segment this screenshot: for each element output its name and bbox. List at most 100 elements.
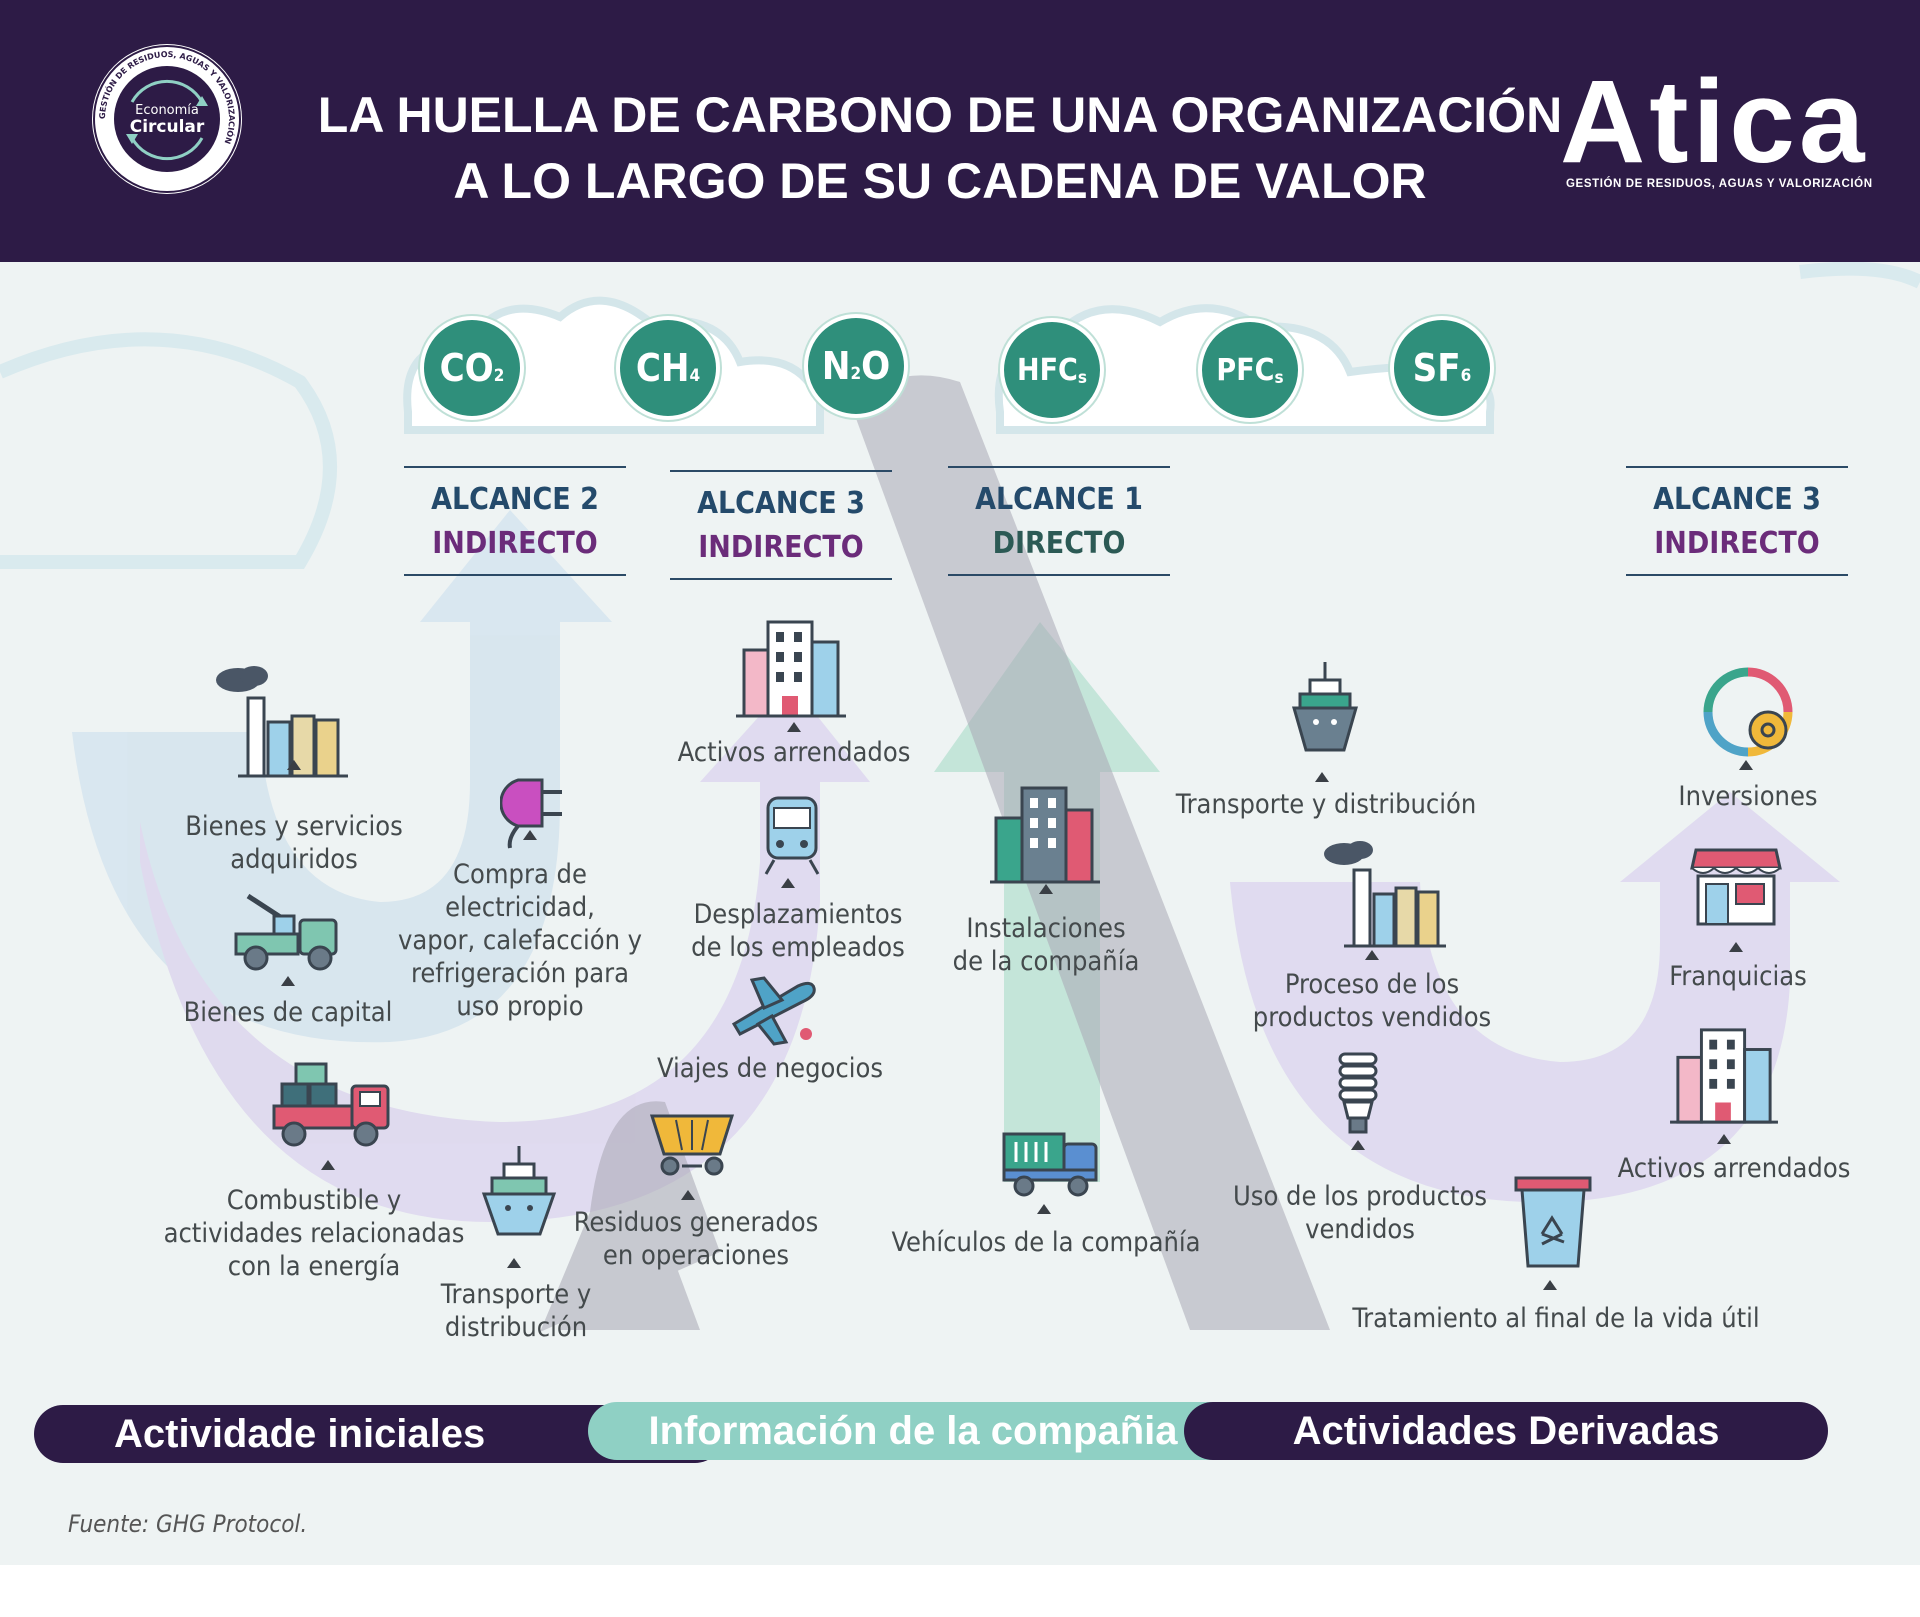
gas-n2o-sub: 2 xyxy=(850,364,862,384)
scope-alcance3-upstream-title: ALCANCE 3 xyxy=(697,486,865,521)
pointer-triangle xyxy=(1543,1280,1557,1290)
company-truck-icon xyxy=(1002,1132,1098,1197)
pointer-triangle xyxy=(787,722,801,732)
gas-pfcs-sub: s xyxy=(1274,368,1284,388)
pointer-triangle xyxy=(281,976,295,986)
scope-alcance1-type: DIRECTO xyxy=(992,526,1126,561)
gas-ch4-base: CH xyxy=(635,346,690,390)
gas-n2o-base: N xyxy=(821,344,851,388)
pointer-triangle xyxy=(321,1160,335,1170)
gas-hfcs-sub: s xyxy=(1077,368,1087,388)
pointer-triangle xyxy=(1351,1140,1365,1150)
gray-stripes xyxy=(540,375,1330,1332)
processing-factory-icon xyxy=(1324,841,1446,948)
cargo-ship-icon xyxy=(1292,662,1358,752)
brand-tagline: GESTIÓN DE RESIDUOS, AGUAS Y VALORIZACIÓ… xyxy=(1566,178,1873,190)
pointer-triangle xyxy=(287,760,301,770)
pointer-triangle xyxy=(523,830,537,840)
pointer-triangle xyxy=(507,1258,521,1268)
scope-alcance1-title: ALCANCE 1 xyxy=(975,482,1143,517)
pointer-triangle xyxy=(681,1190,695,1200)
source-note: Fuente: GHG Protocol. xyxy=(68,1510,308,1538)
bar-informacion-compania: Información de la compañia xyxy=(588,1402,1238,1460)
train-icon xyxy=(764,796,820,875)
label-activos-upstream: Activos arrendados xyxy=(677,737,911,768)
pointer-triangle xyxy=(1739,760,1753,770)
label-inversiones: Inversiones xyxy=(1678,781,1818,812)
seal-line1: Economía xyxy=(135,103,199,118)
gas-sf6-sub: 6 xyxy=(1460,366,1472,386)
crane-truck-icon xyxy=(234,893,338,971)
scope-alcance2-title: ALCANCE 2 xyxy=(431,482,599,517)
scope-alcance2: ALCANCE 2 INDIRECTO xyxy=(404,466,626,576)
investment-icon xyxy=(1703,667,1793,757)
label-franquicias: Franquicias xyxy=(1669,961,1807,992)
scope-alcance1: ALCANCE 1 DIRECTO xyxy=(948,466,1170,576)
factory-icon xyxy=(216,666,348,778)
label-activos-downstream: Activos arrendados xyxy=(1617,1153,1851,1184)
scope-alcance3-upstream: ALCANCE 3 INDIRECTO xyxy=(670,470,892,580)
label-vehiculos: Vehículos de la compañía xyxy=(891,1227,1201,1258)
recycle-bin-icon xyxy=(1514,1176,1592,1268)
bar-actividades-derivadas: Actividades Derivadas xyxy=(1184,1402,1828,1460)
gas-hfcs-base: HFC xyxy=(1017,352,1078,388)
economia-circular-seal: GESTIÓN DE RESIDUOS, AGUAS Y VALORIZACIÓ… xyxy=(92,44,242,194)
pointer-triangle xyxy=(781,878,795,888)
scope-alcance3-downstream: ALCANCE 3 INDIRECTO xyxy=(1626,466,1848,576)
cargo-truck-icon xyxy=(272,1062,390,1147)
label-viajes: Viajes de negocios xyxy=(656,1053,884,1084)
lightbulb-icon xyxy=(1338,1052,1378,1134)
building-icon xyxy=(736,620,846,718)
pointer-triangle xyxy=(1037,1204,1051,1214)
scope-alcance3-upstream-type: INDIRECTO xyxy=(698,530,864,565)
pointer-triangle xyxy=(1717,1134,1731,1144)
hopper-wagon-icon xyxy=(649,1114,735,1176)
label-transporte-downstream: Transporte y distribución xyxy=(1175,789,1477,820)
scope-alcance3-downstream-type: INDIRECTO xyxy=(1654,526,1820,561)
gas-sf6-base: SF xyxy=(1412,346,1461,390)
pointer-triangle xyxy=(1315,772,1329,782)
gas-pfcs-base: PFC xyxy=(1216,352,1275,388)
seal-line2: Circular xyxy=(130,117,205,137)
pointer-triangle xyxy=(1729,942,1743,952)
scope-alcance2-type: INDIRECTO xyxy=(432,526,598,561)
gas-co2-base: CO xyxy=(439,346,494,390)
airplane-icon xyxy=(731,976,816,1046)
header-banner: GESTIÓN DE RESIDUOS, AGUAS Y VALORIZACIÓ… xyxy=(0,0,1920,262)
gas-n2o-tail: O xyxy=(861,344,891,388)
pointer-triangle xyxy=(1365,950,1379,960)
gas-co2-sub: 2 xyxy=(493,366,505,386)
pointer-triangle xyxy=(1039,884,1053,894)
scope-alcance3-downstream-title: ALCANCE 3 xyxy=(1653,482,1821,517)
plug-icon xyxy=(500,778,562,849)
brand-name: Atica xyxy=(1560,56,1869,188)
ship-icon xyxy=(481,1146,557,1236)
storefront-icon xyxy=(1690,848,1782,926)
label-tratamiento: Tratamiento al final de la vida útil xyxy=(1352,1303,1760,1334)
atica-logo: Atica GESTIÓN DE RESIDUOS, AGUAS Y VALOR… xyxy=(1560,56,1890,202)
label-bienes-capital: Bienes de capital xyxy=(183,997,393,1028)
company-building-icon xyxy=(990,786,1100,884)
title-line2: A LO LARGO DE SU CADENA DE VALOR xyxy=(453,153,1427,209)
background-clouds xyxy=(0,262,1920,569)
gas-ch4-sub: 4 xyxy=(689,366,701,386)
page-title: LA HUELLA DE CARBONO DE UNA ORGANIZACIÓN… xyxy=(300,82,1580,214)
title-line1: LA HUELLA DE CARBONO DE UNA ORGANIZACIÓN xyxy=(317,87,1563,143)
leased-building-icon xyxy=(1670,1028,1778,1124)
